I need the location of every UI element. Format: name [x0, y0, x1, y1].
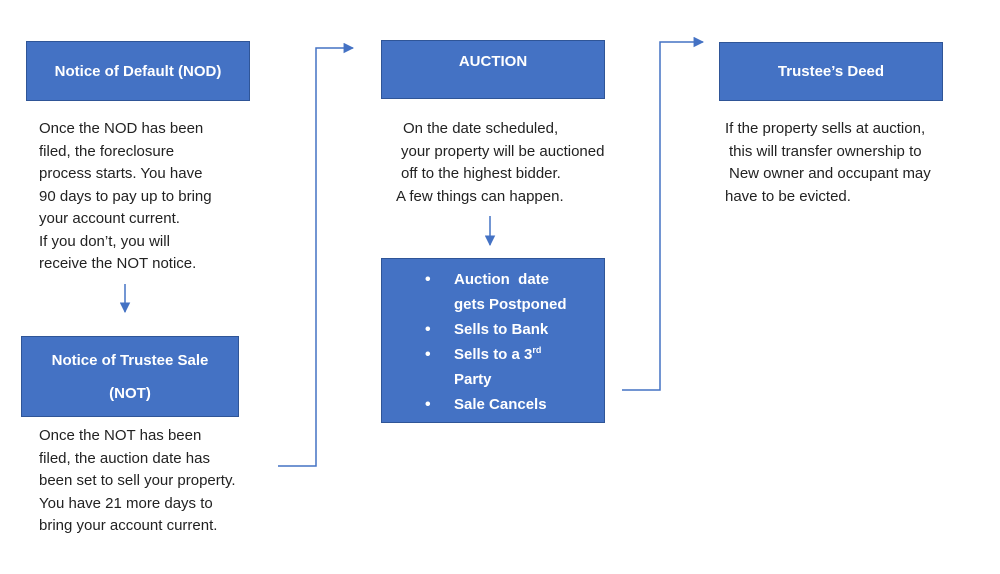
not-title-line2: (NOT) [109, 384, 151, 402]
nod-line: Once the NOD has been [39, 120, 204, 137]
deed-line: New owner and occupant may [729, 165, 931, 182]
outcome-third-party-line2: Party [454, 371, 492, 388]
outcome-third-party-sup: rd [532, 345, 542, 355]
deed-description: If the property sells at auction, this w… [725, 118, 931, 208]
deed-line: If the property sells at auction, [725, 120, 926, 137]
not-to-auction-arrow [278, 42, 355, 467]
outcome-bank: Sells to Bank [425, 317, 604, 342]
auction-box: AUCTION [381, 40, 605, 99]
not-box: Notice of Trustee Sale (NOT) [21, 336, 239, 417]
not-line: been set to sell your property. [39, 472, 236, 489]
nod-line: If you don’t, you will [39, 232, 170, 250]
outcomes-box: Auction date gets Postponed Sells to Ban… [381, 258, 605, 423]
auction-line: off to the highest bidder. [401, 165, 561, 182]
not-line: Once the NOT has been [39, 427, 202, 444]
outcome-cancels-label: Sale Cancels [454, 396, 547, 413]
auction-line: your property will be auctioned [401, 142, 605, 160]
nod-line: filed, the foreclosure [39, 142, 175, 160]
outcome-postponed-line2: gets Postponed [454, 296, 567, 313]
nod-description: Once the NOD has been filed, the foreclo… [39, 118, 212, 276]
nod-line: 90 days to pay up to bring [39, 187, 212, 205]
nod-line: process starts. You have [39, 165, 203, 182]
nod-line: receive the NOT notice. [39, 255, 197, 272]
not-line: bring your account current. [39, 517, 218, 534]
nod-box: Notice of Default (NOD) [26, 41, 250, 101]
nod-line: your account current. [39, 210, 180, 227]
outcome-third-party-line1: Sells to a 3rd [454, 342, 604, 367]
not-title-line1: Notice of Trustee Sale [51, 351, 209, 369]
deed-line: have to be evicted. [725, 187, 851, 205]
outcome-third-party: Sells to a 3rd Party [425, 342, 604, 392]
auction-title: AUCTION [458, 53, 528, 70]
auction-line: On the date scheduled, [403, 120, 559, 137]
outcome-cancels: Sale Cancels [425, 392, 604, 417]
nod-title: Notice of Default (NOD) [54, 62, 222, 80]
not-description: Once the NOT has been filed, the auction… [39, 425, 236, 538]
outcome-third-party-text: Sells to a 3 [454, 346, 533, 363]
deed-title: Trustee’s Deed [777, 63, 885, 80]
outcome-postponed-line1: Auction date [454, 271, 550, 288]
auction-description: On the date scheduled, your property wil… [396, 118, 604, 208]
deed-box: Trustee’s Deed [719, 42, 943, 101]
not-line: filed, the auction date has [39, 449, 210, 467]
outcome-bank-label: Sells to Bank [454, 321, 549, 338]
outcomes-list: Auction date gets Postponed Sells to Ban… [382, 267, 604, 417]
outcome-postponed: Auction date gets Postponed [425, 267, 604, 317]
deed-line: this will transfer ownership to [729, 142, 922, 160]
not-line: You have 21 more days to [39, 494, 213, 512]
auction-line: A few things can happen. [396, 187, 564, 205]
outcomes-to-deed-arrow [622, 36, 705, 391]
